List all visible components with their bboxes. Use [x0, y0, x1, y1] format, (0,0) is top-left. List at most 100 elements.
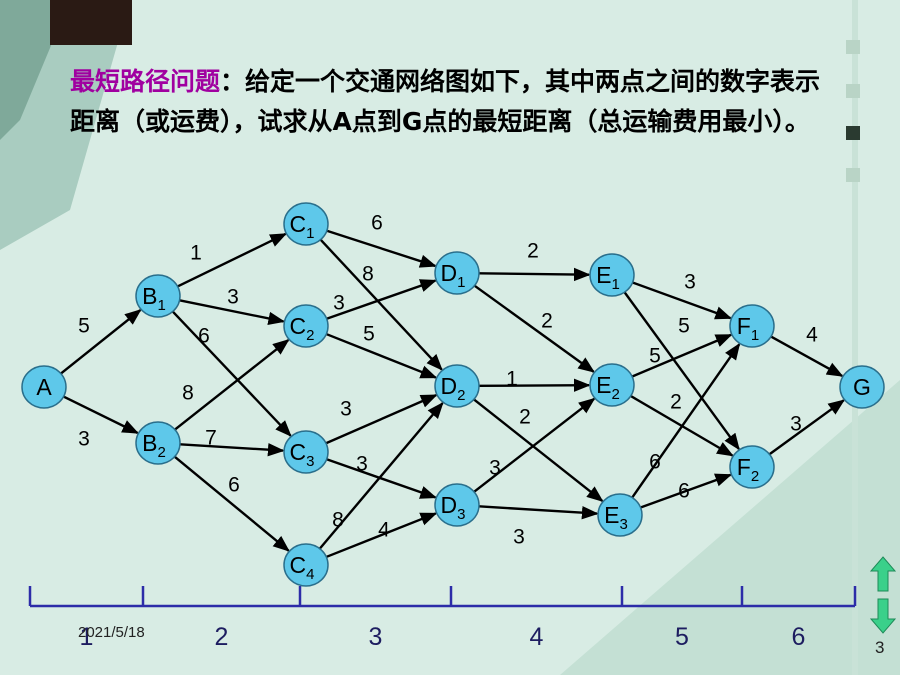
- node-subscript: 3: [620, 516, 628, 533]
- edge-weight-d2-e3: 2: [519, 406, 531, 429]
- problem-statement: 最短路径问题：给定一个交通网络图如下，其中两点之间的数字表示距离（或运费），试求…: [70, 62, 830, 142]
- node-subscript: 2: [306, 327, 314, 344]
- edges-layer: [60, 229, 846, 559]
- node-d3: D3: [434, 483, 480, 527]
- node-c3: C3: [283, 430, 329, 474]
- node-subscript: 2: [751, 468, 759, 485]
- node-g: G: [839, 365, 885, 409]
- node-c1: C1: [283, 202, 329, 246]
- edge-weight-b2-c3: 7: [205, 427, 217, 450]
- node-circle: [434, 364, 480, 408]
- node-circle: [589, 253, 635, 297]
- node-subscript: 1: [457, 274, 465, 291]
- node-a: A: [21, 365, 67, 409]
- stage-labels: 1 2 3 4 5 6: [80, 623, 806, 651]
- edge-weight-b2-c4: 6: [228, 474, 240, 497]
- down-arrow-icon: [869, 598, 897, 634]
- node-b2: B2: [135, 421, 181, 465]
- node-subscript: 1: [306, 225, 314, 242]
- node-subscript: 1: [612, 276, 620, 293]
- stage-label-3: 3: [369, 623, 383, 651]
- next-slide-button[interactable]: [869, 598, 897, 634]
- heading-highlight: 最短路径问题: [70, 67, 221, 96]
- edge-weight-e1-f2: 5: [678, 315, 690, 338]
- node-subscript: 1: [158, 297, 166, 314]
- node-circle: [729, 304, 775, 348]
- edge-weight-e2-f1: 5: [649, 345, 661, 368]
- edge-c2-d1: [326, 279, 437, 320]
- edge-weight-a-b1: 5: [78, 315, 90, 338]
- edge-e3-f2: [640, 473, 733, 509]
- node-circle: [434, 251, 480, 295]
- edge-weight-c3-d3: 3: [356, 453, 368, 476]
- previous-slide-button[interactable]: [869, 556, 897, 592]
- edge-c4-d3: [325, 512, 438, 559]
- edge-weight-b1-c3: 6: [198, 325, 210, 348]
- node-subscript: 2: [457, 387, 465, 404]
- edge-weight-e2-f2: 2: [670, 391, 682, 414]
- stage-label-1: 1: [80, 623, 94, 651]
- node-e1: E1: [589, 253, 635, 297]
- node-circle: [434, 483, 480, 527]
- edge-f2-g: [768, 399, 846, 456]
- edge-weight-c4-d2: 8: [332, 509, 344, 532]
- edge-weight-e3-f1: 6: [649, 451, 661, 474]
- edge-d1-e2: [473, 284, 596, 373]
- edge-b1-c1: [177, 232, 288, 288]
- edge-e1-f1: [632, 281, 733, 320]
- stage-axis: [28, 586, 857, 608]
- stage-label-5: 5: [675, 623, 689, 651]
- edge-weight-f1-g: 4: [806, 324, 818, 347]
- node-circle: [283, 543, 329, 587]
- edge-c3-d2: [325, 394, 438, 445]
- edge-weight-c2-d1: 3: [333, 292, 345, 315]
- node-e2: E2: [589, 363, 635, 407]
- stage-label-2: 2: [215, 623, 229, 651]
- edge-weight-d1-e1: 2: [527, 240, 539, 263]
- node-circle: [283, 202, 329, 246]
- edge-weight-e1-f1: 3: [684, 271, 696, 294]
- edge-weight-d1-e2: 2: [541, 310, 553, 333]
- edge-weight-f2-g: 3: [790, 413, 802, 436]
- page-number: 3: [875, 638, 885, 657]
- node-c2: C2: [283, 304, 329, 348]
- node-subscript: 4: [306, 566, 314, 583]
- edge-d3-e2: [473, 397, 596, 493]
- node-circle: [21, 365, 67, 409]
- edge-a-b2: [63, 395, 140, 435]
- corner-decoration: [50, 0, 132, 45]
- edge-c1-d2: [319, 238, 443, 371]
- edge-weight-c1-d2: 8: [362, 263, 374, 286]
- edge-weight-d3-e3: 3: [513, 526, 525, 549]
- edge-d2-e2: [478, 378, 591, 392]
- edge-d1-e1: [478, 267, 591, 282]
- edge-e1-f2: [623, 291, 740, 451]
- stage-label-4: 4: [530, 623, 544, 651]
- node-circle: [839, 365, 885, 409]
- node-f1: F1: [729, 304, 775, 348]
- edge-c1-d1: [326, 229, 437, 268]
- node-circle: [597, 493, 643, 537]
- edge-a-b1: [60, 309, 142, 375]
- slide-date: 2021/5/18: [78, 624, 145, 641]
- node-f2: F2: [729, 445, 775, 489]
- node-d2: D2: [434, 364, 480, 408]
- edge-weight-d3-e2: 3: [489, 457, 501, 480]
- stage-label-6: 6: [792, 623, 806, 651]
- edge-weight-b1-c2: 3: [227, 286, 239, 309]
- node-circle: [135, 274, 181, 318]
- node-circle: [729, 445, 775, 489]
- edge-e3-f1: [631, 342, 741, 499]
- edge-f1-g: [770, 335, 844, 378]
- edge-weight-e3-f2: 6: [678, 480, 690, 503]
- node-c4: C4: [283, 543, 329, 587]
- edge-d3-e3: [478, 505, 599, 520]
- edge-weight-b2-c2: 8: [182, 382, 194, 405]
- node-subscript: 3: [457, 506, 465, 523]
- edge-weight-d2-e2: 1: [506, 368, 518, 391]
- edge-c3-d3: [326, 458, 437, 499]
- node-label: A: [36, 374, 52, 400]
